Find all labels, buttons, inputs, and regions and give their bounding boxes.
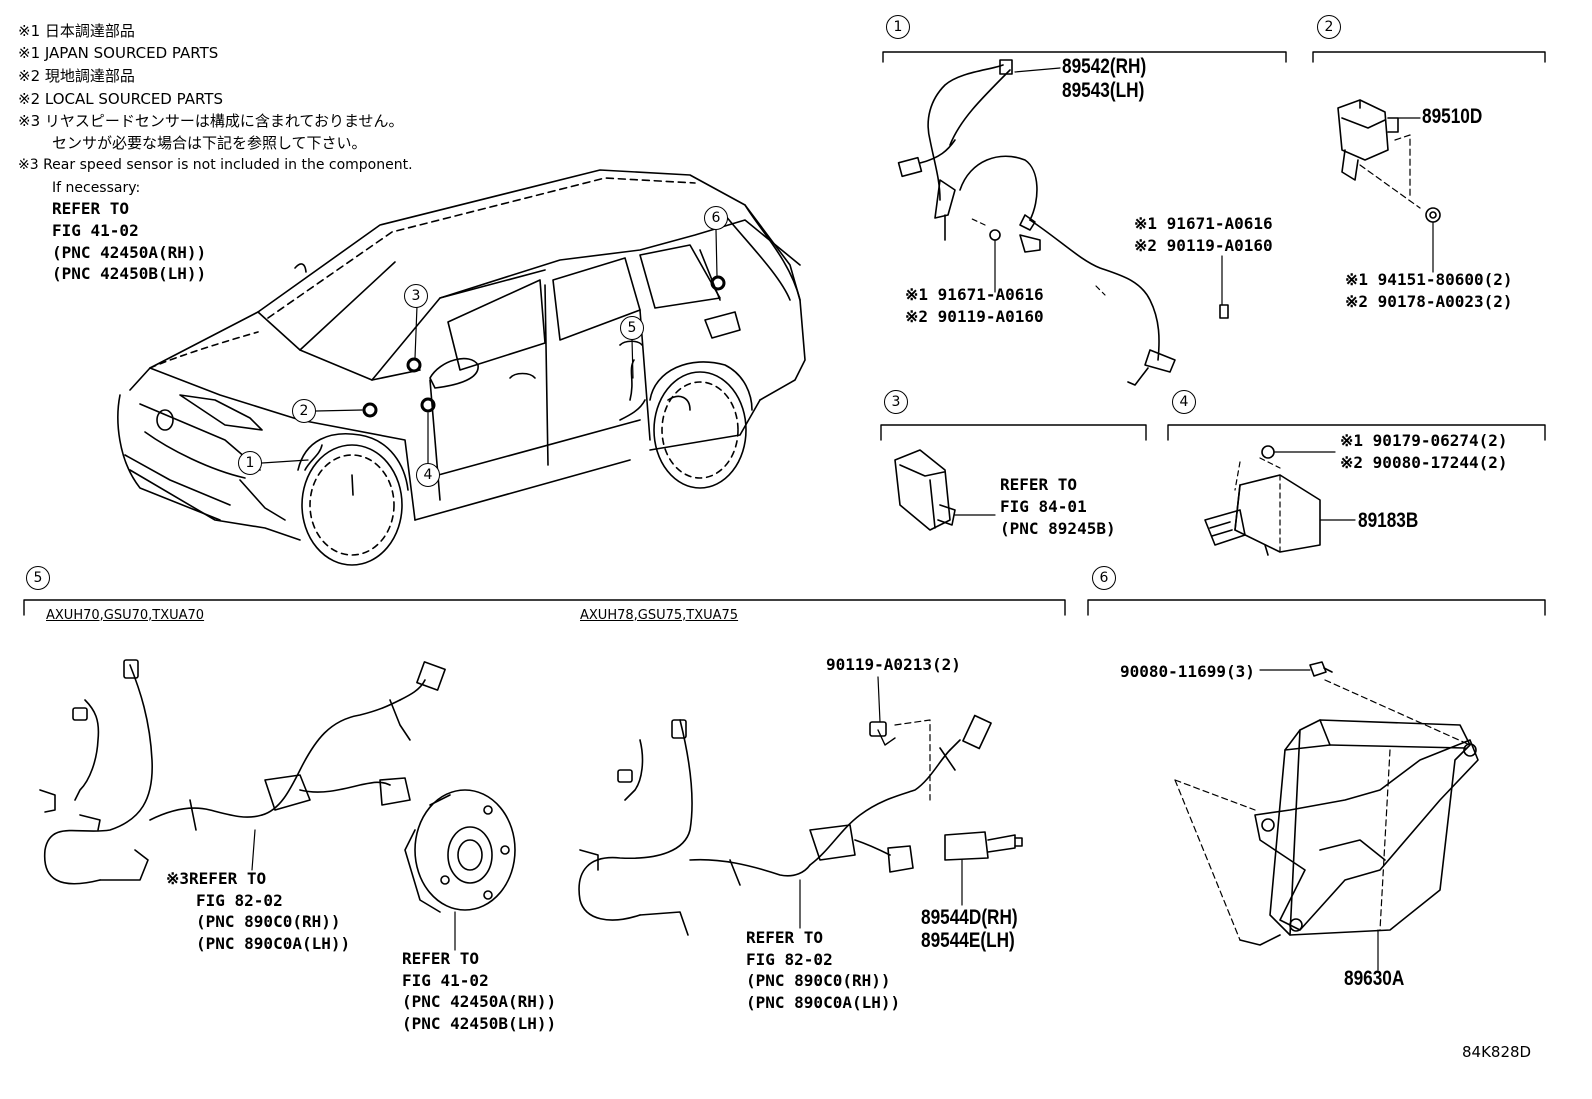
section4-nut-local: ※2 90080-17244(2) — [1340, 453, 1508, 472]
section5-refC-pnc-rh: (PNC 890C0(RH)) — [746, 971, 891, 990]
section5-refA-refer-to: ※3REFER TO — [166, 869, 267, 888]
sensor-location-markers — [362, 275, 726, 418]
section6-part: 89630A — [1344, 967, 1405, 990]
vehicle-callout-2[interactable]: 2 — [292, 399, 316, 423]
section5-refB-pnc-lh: (PNC 42450B(LH)) — [402, 1014, 557, 1033]
section4-nut-japan: ※1 90179-06274(2) — [1340, 431, 1508, 450]
vehicle-callout-6[interactable]: 6 — [704, 206, 728, 230]
section5-sensor-rh: 89544D(RH) — [921, 906, 1018, 929]
vehicle-callout-5[interactable]: 5 — [620, 316, 644, 340]
section5-refB-refer-to: REFER TO — [402, 949, 480, 968]
note-japan-jp: ※1 日本調達部品 — [18, 22, 135, 40]
note-local-en: ※2 LOCAL SOURCED PARTS — [18, 90, 223, 108]
vehicle-callout-3[interactable]: 3 — [404, 284, 428, 308]
callout-leaders — [261, 229, 718, 464]
note-if-necessary: If necessary: — [52, 180, 141, 196]
section5-refA-pnc-rh: (PNC 890C0(RH)) — [196, 912, 341, 931]
section5-number: 5 — [26, 566, 50, 590]
note-japan-en: ※1 JAPAN SOURCED PARTS — [18, 44, 219, 62]
section1-harness-art — [897, 59, 1229, 386]
section4-module-art — [1204, 445, 1356, 556]
section1-bolt-a-japan: ※1 91671-A0616 — [905, 285, 1044, 304]
note-rear-sensor-en: ※3 Rear speed sensor is not included in … — [18, 157, 413, 173]
section2-number: 2 — [1317, 15, 1341, 39]
section-brackets — [23, 51, 1546, 616]
section5-refB-fig: FIG 41-02 — [402, 971, 489, 990]
note-refer-pnc-rh: (PNC 42450A(RH)) — [52, 243, 207, 262]
vehicle-callout-4[interactable]: 4 — [416, 463, 440, 487]
section1-number: 1 — [886, 15, 910, 39]
section5-bolt: 90119-A0213(2) — [826, 655, 961, 674]
note-refer-pnc-lh: (PNC 42450B(LH)) — [52, 264, 207, 283]
section3-sensor-art — [894, 449, 996, 531]
section5-sensor-lh: 89544E(LH) — [921, 929, 1015, 952]
section1-part-rh: 89542(RH) — [1062, 55, 1147, 78]
section5-left-harness-art — [39, 659, 516, 951]
section5-refC-pnc-lh: (PNC 890C0A(LH)) — [746, 993, 901, 1012]
note-rear-sensor-jp-2: センサが必要な場合は下記を参照して下さい。 — [52, 134, 367, 152]
section5-right-harness-art — [578, 676, 1023, 936]
section2-part: 89510D — [1422, 105, 1483, 128]
section3-refer-pnc: (PNC 89245B) — [1000, 519, 1116, 538]
section5-refC-refer-to: REFER TO — [746, 928, 824, 947]
section4-number: 4 — [1172, 390, 1196, 414]
section1-bolt-b-japan: ※1 91671-A0616 — [1134, 214, 1273, 233]
figure-code: 84K828D — [1462, 1043, 1532, 1061]
section1-bolt-a-local: ※2 90119-A0160 — [905, 307, 1044, 326]
note-local-jp: ※2 現地調達部品 — [18, 67, 135, 85]
section5-model-b: AXUH78,GSU75,TXUA75 — [580, 608, 739, 623]
section4-part: 89183B — [1358, 509, 1419, 532]
note-refer-fig: FIG 41-02 — [52, 221, 139, 240]
vehicle-callout-1[interactable]: 1 — [238, 451, 262, 475]
section6-module-art — [1174, 661, 1479, 971]
vehicle-outline — [117, 169, 806, 566]
section1-part-lh: 89543(LH) — [1062, 79, 1145, 102]
section6-bolt: 90080-11699(3) — [1120, 662, 1255, 681]
note-refer-to: REFER TO — [52, 199, 130, 218]
section5-model-a: AXUH70,GSU70,TXUA70 — [46, 608, 205, 623]
section3-number: 3 — [884, 390, 908, 414]
section5-refC-fig: FIG 82-02 — [746, 950, 833, 969]
section3-refer-fig: FIG 84-01 — [1000, 497, 1087, 516]
section2-sensor-art — [1337, 99, 1441, 273]
section5-refA-fig: FIG 82-02 — [196, 891, 283, 910]
section5-refA-pnc-lh: (PNC 890C0A(LH)) — [196, 934, 351, 953]
section6-number: 6 — [1092, 566, 1116, 590]
section3-refer-to: REFER TO — [1000, 475, 1078, 494]
section5-refB-pnc-rh: (PNC 42450A(RH)) — [402, 992, 557, 1011]
note-rear-sensor-jp: ※3 リヤスピードセンサーは構成に含まれておりません。 — [18, 112, 404, 130]
section1-bolt-b-local: ※2 90119-A0160 — [1134, 236, 1273, 255]
section2-nut-local: ※2 90178-A0023(2) — [1345, 292, 1513, 311]
section2-nut-japan: ※1 94151-80600(2) — [1345, 270, 1513, 289]
